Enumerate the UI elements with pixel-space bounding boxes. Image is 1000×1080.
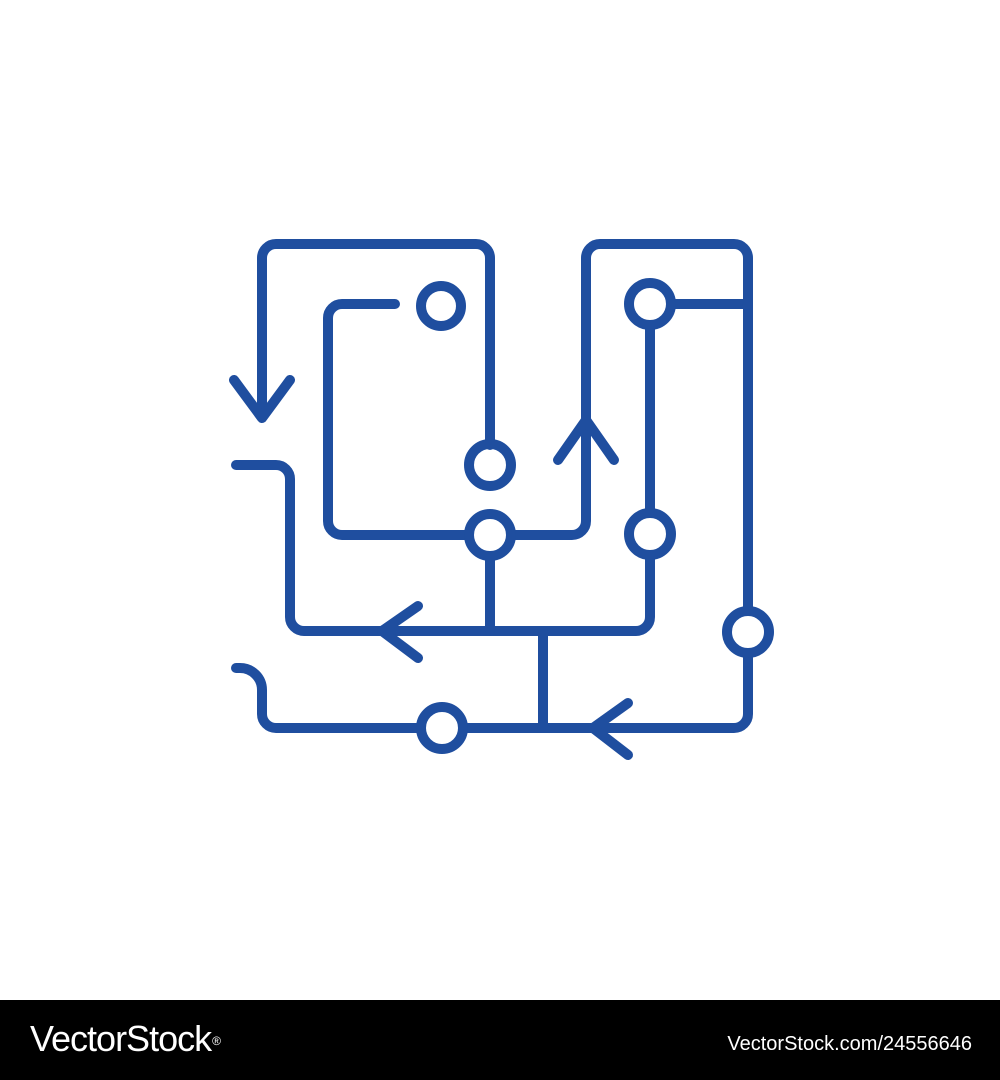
node-right-middle [624, 508, 676, 560]
arrow-up-icon [553, 415, 619, 465]
node-top-left [416, 281, 466, 331]
arrow-down-icon [229, 375, 295, 423]
arrow-left-bottom-icon [588, 698, 633, 760]
brand-name: VectorStock [30, 1018, 212, 1059]
vectorstock-logo: VectorStock® [30, 1018, 221, 1059]
icon-canvas [229, 239, 774, 760]
node-center-upper [464, 439, 516, 491]
arrow-left-middle-icon [377, 601, 423, 663]
bottom-horizontal-path [461, 651, 753, 733]
registered-mark: ® [212, 1034, 221, 1048]
footer-banner: VectorStock® VectorStock.com/24556646 [0, 1000, 1000, 1080]
left-outer-path [257, 239, 495, 450]
workflow-diagram-icon [229, 239, 774, 760]
bottom-left-path [231, 663, 423, 733]
node-top-right [624, 278, 676, 330]
middle-horizontal-path [231, 460, 655, 636]
center-right-path [508, 239, 753, 613]
node-center [464, 509, 516, 561]
node-far-right [722, 606, 774, 658]
node-bottom [416, 702, 468, 754]
inner-left-path [323, 299, 472, 540]
image-id-text: VectorStock.com/24556646 [727, 1033, 972, 1055]
